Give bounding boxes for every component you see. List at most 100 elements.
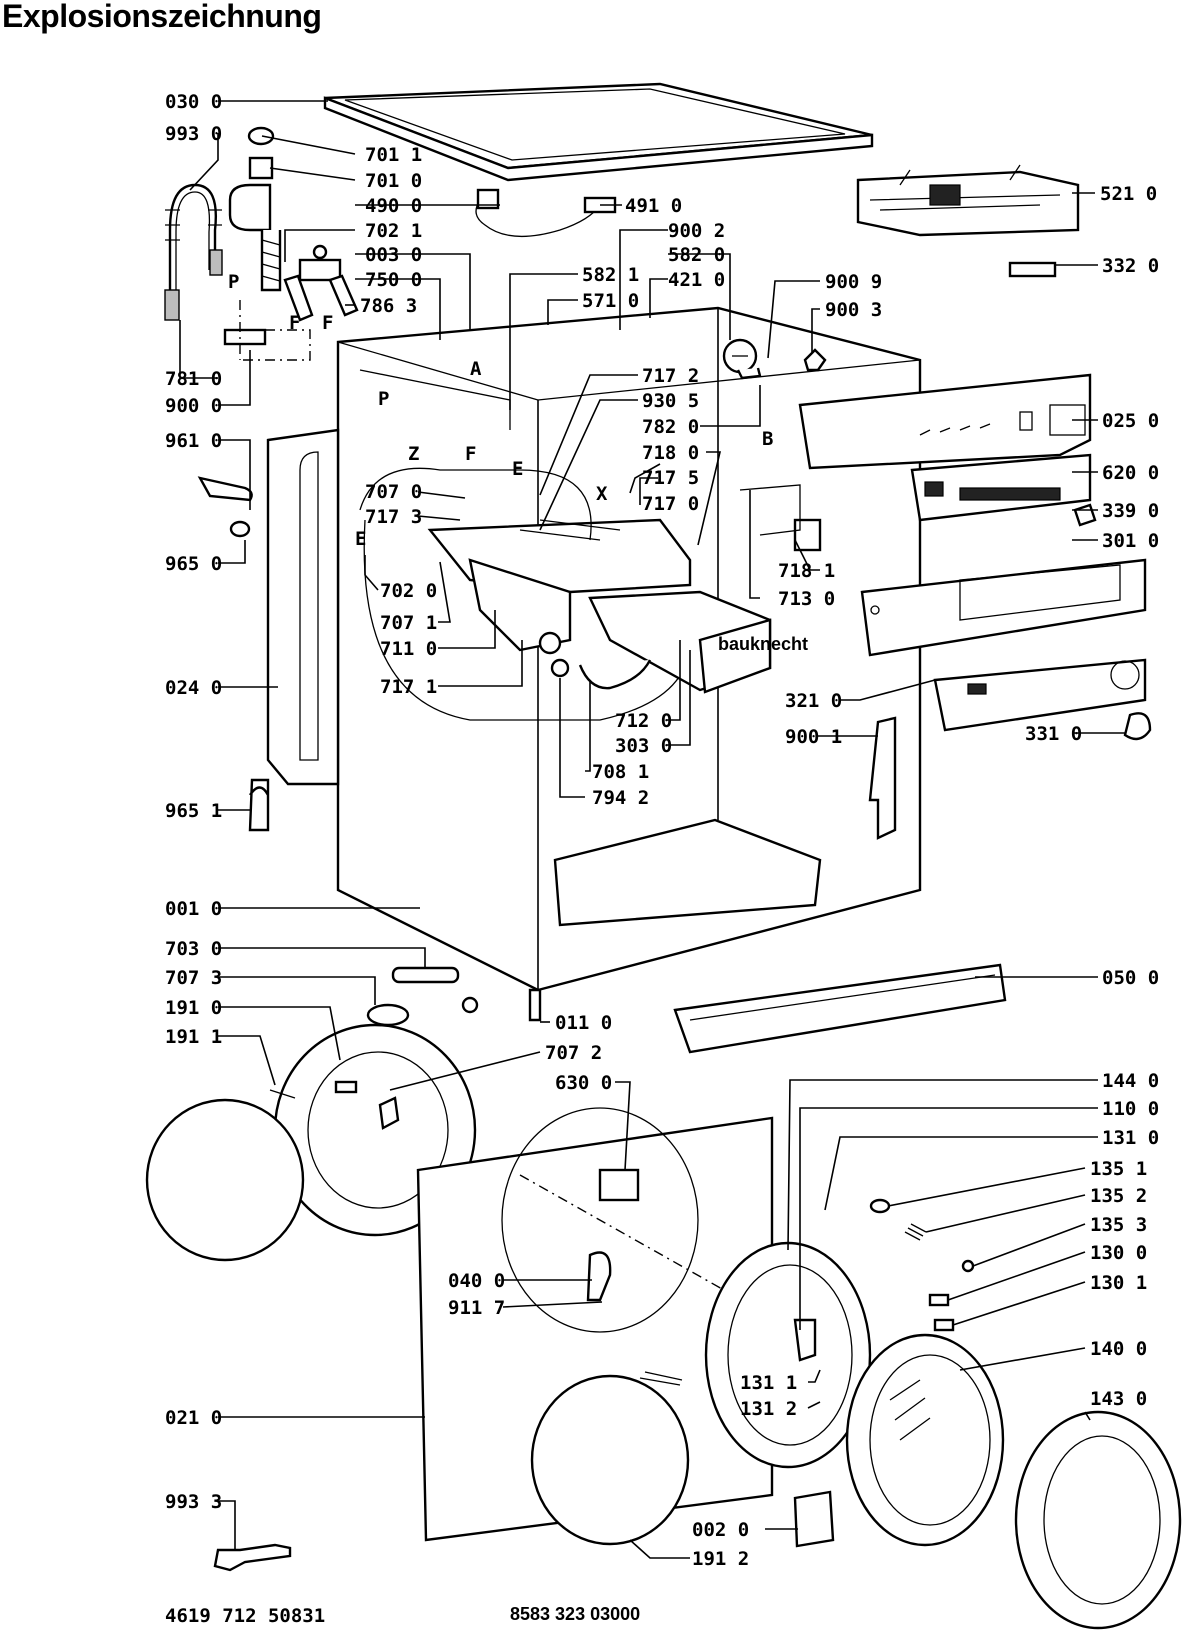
part-label-5821: 582 1: [582, 264, 639, 286]
hinge-plate-part-1300: [928, 1293, 950, 1307]
detergent-housing-part: [359, 467, 692, 721]
panel-fascia-part: [860, 558, 1147, 657]
part-label-4900: 490 0: [365, 195, 422, 217]
part-label-0300: 030 0: [165, 91, 222, 113]
svg-text:bauknecht: bauknecht: [718, 634, 808, 654]
part-label-3030: 303 0: [615, 735, 672, 757]
part-label-9933: 993 3: [165, 1491, 222, 1513]
grommet-part-9650: [229, 520, 251, 538]
part-label-0210: 021 0: [165, 1407, 222, 1429]
part-label-7020: 702 0: [380, 580, 437, 602]
part-label-1311: 131 1: [740, 1372, 797, 1394]
letter-mark-F1: F: [289, 312, 300, 334]
part-label-7175: 717 5: [642, 467, 699, 489]
part-label-7173: 717 3: [365, 506, 422, 528]
electronic-board-part: [910, 453, 1092, 522]
reference-letters: P F F A P Z F E B X E: [228, 271, 773, 550]
part-label-7071: 707 1: [380, 612, 437, 634]
part-label-0500: 050 0: [1102, 967, 1159, 989]
reference-number: 8583 323 03000: [510, 1604, 640, 1624]
screw-part-9610: [197, 476, 253, 502]
cable-plug-part: [476, 188, 500, 210]
door-outer-ring-part: [704, 1241, 872, 1469]
part-label-7500: 750 0: [365, 269, 422, 291]
part-label-1300: 130 0: [1090, 1242, 1147, 1264]
door-switch-bracket-part: [739, 484, 801, 536]
part-label-3310: 331 0: [1025, 723, 1082, 745]
part-label-3320: 332 0: [1102, 255, 1159, 277]
small-cover-part: [793, 1490, 835, 1548]
part-label-1310: 131 0: [1102, 1127, 1159, 1149]
part-label-0020: 002 0: [692, 1519, 749, 1541]
part-label-0010: 001 0: [165, 898, 222, 920]
part-label-0400: 040 0: [448, 1270, 505, 1292]
part-label-0250: 025 0: [1102, 410, 1159, 432]
part-label-7010: 701 0: [365, 170, 422, 192]
hinge-pin-part: [869, 1198, 891, 1214]
mains-cable-part: [475, 199, 601, 238]
shaft-seal-part: [366, 1003, 410, 1027]
part-label-6300: 630 0: [555, 1072, 612, 1094]
door-switch-part: [793, 518, 822, 552]
part-label-0030: 003 0: [365, 244, 422, 266]
part-label-7171: 717 1: [380, 676, 437, 698]
tub-spring-part: [269, 1089, 296, 1099]
part-label-7011: 701 1: [365, 144, 422, 166]
valve-cluster-part: [283, 244, 359, 322]
part-label-1911: 191 1: [165, 1026, 222, 1048]
base-strip-part: [673, 963, 1007, 1054]
tube-ring-part: [461, 996, 479, 1014]
document-number: 4619 712 50831: [165, 1605, 325, 1627]
part-label-7081: 708 1: [592, 761, 649, 783]
part-label-9001: 900 1: [785, 726, 842, 748]
part-label-7070: 707 0: [365, 481, 422, 503]
part-label-9650: 965 0: [165, 553, 222, 575]
part-label-1910: 191 0: [165, 997, 222, 1019]
part-label-9002: 900 2: [668, 220, 725, 242]
part-label-9930: 993 0: [165, 123, 222, 145]
hose-ring-part: [550, 658, 570, 678]
part-label-9000: 900 0: [165, 395, 222, 417]
part-label-6200: 620 0: [1102, 462, 1159, 484]
inlet-hose-part: [164, 183, 223, 321]
part-label-3390: 339 0: [1102, 500, 1159, 522]
side-panel-part: [266, 428, 340, 786]
hinge-ring-part: [961, 1259, 975, 1273]
axle-tube-part: [391, 966, 460, 984]
callout-labels: 030 0 993 0 701 1 701 0 490 0 491 0 702 …: [165, 91, 1159, 1570]
top-cover-part: [323, 82, 874, 182]
hose-guide-dashline: [239, 300, 311, 361]
part-label-9610: 961 0: [165, 430, 222, 452]
part-label-7170: 717 0: [642, 493, 699, 515]
leader-lines: [179, 100, 1125, 1559]
drawer-hose-part: [578, 659, 652, 690]
gasket-spring-part: [639, 1371, 683, 1386]
part-label-1100: 110 0: [1102, 1098, 1159, 1120]
part-label-1351: 135 1: [1090, 1158, 1147, 1180]
guide-rail-part: [868, 716, 897, 840]
door-handle-part: [586, 1251, 612, 1302]
part-label-9117: 911 7: [448, 1297, 505, 1319]
letter-mark-Z: Z: [408, 443, 419, 465]
door-lock-part: [598, 1168, 640, 1202]
door-gasket-part: [530, 1374, 690, 1546]
clip-part-9003: [803, 348, 827, 372]
letter-mark-E2: E: [355, 528, 366, 550]
part-label-4210: 421 0: [668, 269, 725, 291]
door-glass-part: [845, 1333, 1005, 1547]
part-label-1440: 144 0: [1102, 1070, 1159, 1092]
foot-part-9651: [248, 778, 270, 832]
part-label-9009: 900 9: [825, 271, 882, 293]
control-panel-frame-part: [798, 373, 1092, 470]
inlet-valve-part: [228, 126, 282, 292]
part-label-5210: 521 0: [1100, 183, 1157, 205]
part-label-7172: 717 2: [642, 365, 699, 387]
part-label-1430: 143 0: [1090, 1388, 1147, 1410]
part-label-1352: 135 2: [1090, 1185, 1147, 1207]
part-label-3010: 301 0: [1102, 530, 1159, 552]
part-label-9003: 900 3: [825, 299, 882, 321]
hinge-plate-part-1301: [933, 1318, 955, 1332]
part-label-7863: 786 3: [360, 295, 417, 317]
part-label-7072: 707 2: [545, 1042, 602, 1064]
part-label-7820: 782 0: [642, 416, 699, 438]
